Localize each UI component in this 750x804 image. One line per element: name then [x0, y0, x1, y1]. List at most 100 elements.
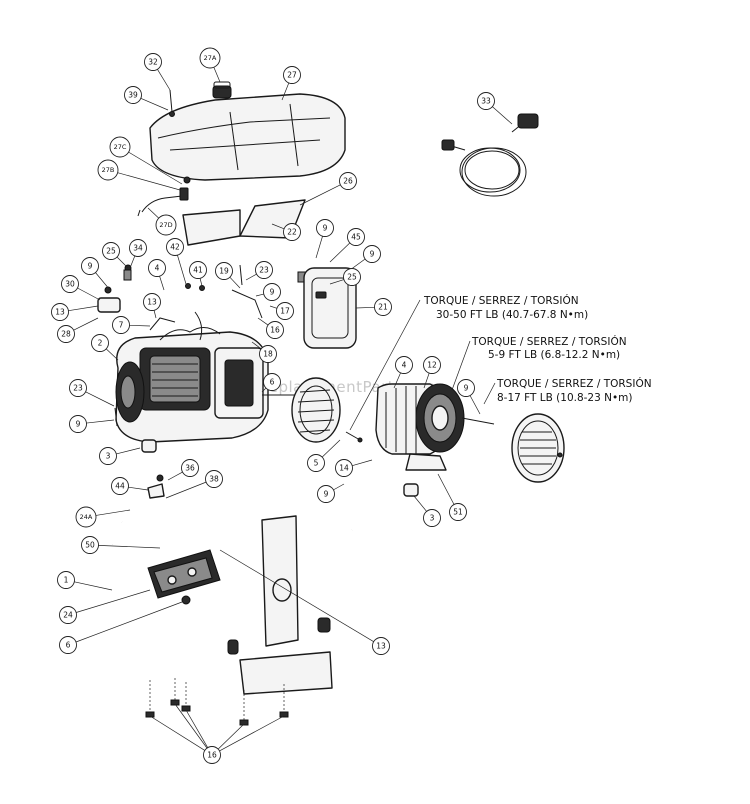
frame-feet [145, 678, 289, 726]
callout-label: 45 [351, 233, 361, 242]
callout-label: 26 [343, 177, 353, 186]
callout-circle [143, 293, 161, 311]
callout-leader [269, 305, 278, 309]
callout-leader [355, 306, 375, 309]
callout-label: 23 [73, 384, 83, 393]
callout-leader [257, 317, 269, 326]
callout-circle [316, 219, 334, 237]
callout-leader [199, 278, 203, 287]
callout-leader [229, 276, 241, 289]
callout-circle [347, 228, 365, 246]
callout-leader [413, 495, 427, 512]
callout-circle [109, 136, 131, 158]
callout-13: 13 [219, 549, 390, 655]
fuel-valve [137, 176, 191, 217]
callout-label: 19 [219, 267, 229, 276]
callout-leader [165, 481, 207, 499]
callout-33: 33 [477, 92, 513, 125]
callout-label: 18 [263, 350, 273, 359]
callout-circle [97, 159, 119, 181]
callout-leader [213, 67, 221, 83]
callout-leader [75, 601, 183, 643]
callout-label: 21 [378, 303, 388, 312]
callout-27d: 27D [147, 207, 177, 236]
callout-leader [423, 372, 430, 389]
callout-label: 14 [339, 464, 349, 473]
callout-label: 25 [347, 273, 357, 282]
callout-label: 9 [370, 250, 375, 259]
callout-circle [199, 47, 221, 69]
callout-circle [335, 459, 353, 477]
callout-circle [276, 302, 294, 320]
callout-label: 27B [102, 166, 115, 174]
callout-28: 28 [57, 317, 99, 343]
callout-leader [105, 348, 119, 361]
callout-34: 34 [129, 239, 147, 269]
breaker-parts [147, 474, 165, 499]
callout-22: 22 [271, 223, 301, 241]
callout-circle [112, 316, 130, 334]
callout-circle [266, 321, 284, 339]
callout-circle [51, 303, 69, 321]
callout-circle [395, 356, 413, 374]
callout-circle [317, 485, 335, 503]
callout-circle [148, 259, 166, 277]
torque-note-2-line-2: 5-9 FT LB (6.8-12.2 N•m) [488, 349, 620, 361]
callout-9: 9 [69, 415, 115, 433]
callout-label: 27C [114, 143, 127, 151]
callout-circle [144, 53, 162, 71]
callout-6: 6 [59, 601, 183, 654]
callout-leader [95, 509, 131, 516]
callout-42: 42 [166, 238, 187, 285]
callout-circle [205, 470, 223, 488]
callout-circle [189, 261, 207, 279]
callout-circle [155, 214, 177, 236]
callout-2: 2 [91, 334, 119, 361]
callout-label: 36 [185, 464, 195, 473]
callout-32: 32 [144, 53, 171, 91]
callout-label: 7 [119, 321, 124, 330]
callout-leader [167, 471, 183, 481]
callout-leader [492, 106, 513, 125]
callout-leader [76, 589, 151, 613]
callout-circle [255, 261, 273, 279]
callout-circle [372, 637, 390, 655]
callout-circle [59, 636, 77, 654]
callout-label: 4 [155, 264, 160, 273]
callout-3: 3 [99, 447, 141, 465]
callout-5: 5 [307, 439, 341, 472]
callout-leader [299, 184, 341, 206]
callout-leader [329, 279, 345, 285]
torque-note-3-line-2: 8-17 FT LB (10.8-23 N•m) [497, 392, 633, 404]
callout-leader [219, 715, 285, 752]
callout-leader [128, 151, 183, 185]
control-panel [147, 549, 221, 605]
callout-3: 3 [413, 495, 441, 527]
callout-14: 14 [335, 459, 373, 477]
callout-label: 25 [106, 247, 116, 256]
callout-23: 23 [245, 261, 273, 281]
callout-circle [263, 283, 281, 301]
callout-label: 24 [63, 611, 73, 620]
callout-label: 44 [115, 482, 125, 491]
callout-label: 32 [148, 58, 158, 67]
callout-label: 39 [128, 91, 138, 100]
callout-label: 16 [270, 326, 280, 335]
callout-leader [116, 447, 141, 455]
callout-leader [86, 419, 115, 424]
callout-circle [57, 325, 75, 343]
fuel-tank [149, 81, 346, 181]
callout-circle [343, 268, 361, 286]
callout-label: 9 [324, 490, 329, 499]
callout-label: 5 [314, 459, 319, 468]
callout-label: 28 [61, 330, 71, 339]
callout-25: 25 [102, 242, 129, 269]
callout-label: 9 [76, 420, 81, 429]
callout-circle [81, 257, 99, 275]
callout-leader [149, 715, 205, 751]
torque-note-3-line-1: TORQUE / SERREZ / TORSIÓN [496, 377, 652, 390]
callout-label: 42 [170, 243, 180, 252]
callout-leader [333, 483, 345, 491]
